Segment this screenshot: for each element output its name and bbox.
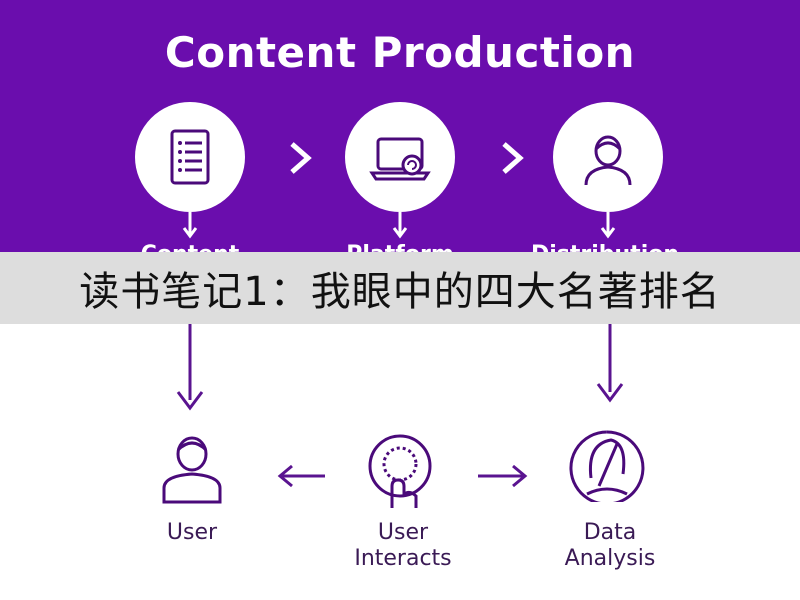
node-label-data-analysis: Data Analysis	[564, 520, 656, 571]
arrow-down-icon	[182, 212, 198, 239]
arrow-down-icon	[600, 212, 616, 239]
distribution-circle	[553, 102, 663, 212]
face-profile-icon	[569, 430, 645, 502]
document-list-icon	[170, 129, 210, 185]
arrow-left-icon	[277, 464, 293, 488]
person-outline-icon	[162, 436, 222, 504]
banner-text: 读书笔记1：我眼中的四大名著排名	[79, 269, 721, 315]
laptop-icon	[369, 137, 431, 181]
node-label-user: User	[166, 520, 218, 545]
chevron-right-icon	[290, 142, 312, 174]
person-icon	[584, 135, 632, 186]
diagram-title: Content Production	[164, 28, 636, 77]
arrow-down-icon	[596, 383, 624, 403]
hand-interact-icon	[368, 434, 432, 508]
banner-overlay	[0, 252, 800, 324]
arrow-down-icon	[392, 212, 408, 239]
platform-circle	[345, 102, 455, 212]
node-label-user-interacts: User Interacts	[354, 520, 452, 571]
chevron-right-icon	[502, 142, 524, 174]
content-circle	[135, 102, 245, 212]
arrow-right-icon	[512, 464, 528, 488]
arrow-down-icon	[176, 391, 204, 411]
